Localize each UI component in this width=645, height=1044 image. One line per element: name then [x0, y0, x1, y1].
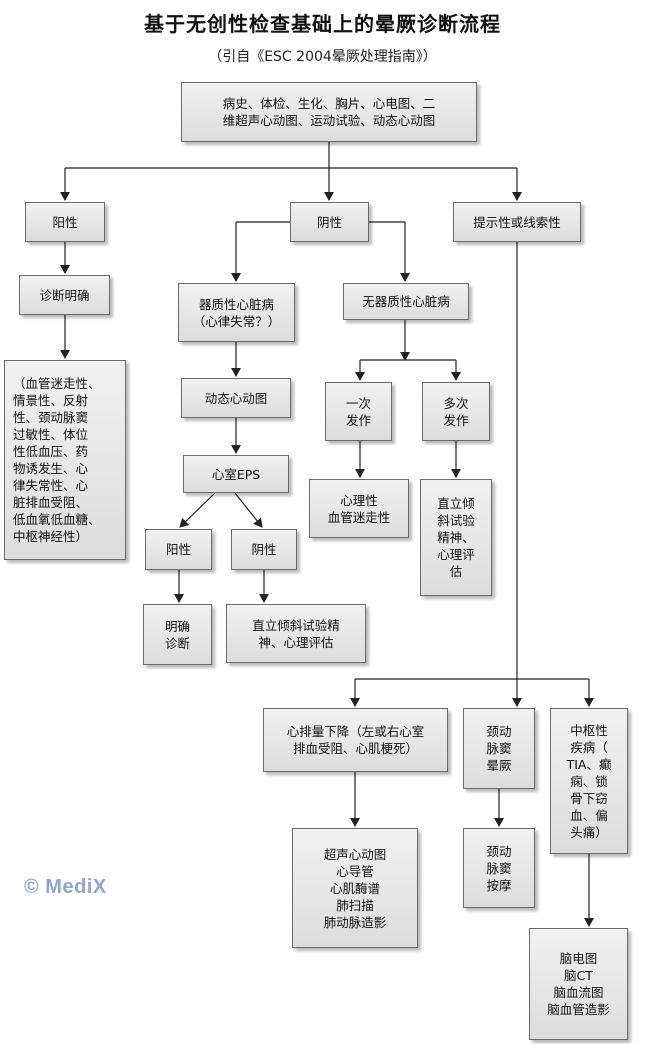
node-negative: 阴性: [290, 202, 369, 242]
node-root-exams: 病史、体检、生化、胸片、心电图、二 维超声心动图、运动试验、动态心动图: [181, 82, 477, 142]
node-eps-positive: 阳性: [145, 529, 212, 570]
node-diagnosis-list: （血管迷走性、 情景性、反射 性、颈动脉窦 过敏性、体位 性低血压、药 物诱发生…: [4, 360, 126, 560]
node-ventricular-eps: 心室EPS: [183, 455, 289, 493]
node-holter: 动态心动图: [181, 378, 291, 418]
node-organic-heart-disease: 器质性心脏病 （心律失常？）: [178, 283, 295, 342]
node-carotid-sinus-massage: 颈动 脉窦 按摩: [463, 828, 535, 908]
node-eps-negative-result: 直立倾斜试验精 神、心理评估: [226, 604, 366, 663]
node-multiple-result: 直立倾 斜试验 精神、 心理评 估: [420, 479, 492, 596]
node-eps-negative: 阴性: [231, 529, 297, 570]
node-cns-disease: 中枢性 疾病（ TIA、癫 痫、锁 骨下窃 血、偏 头痛）: [550, 708, 628, 854]
node-single-result: 心理性 血管迷走性: [309, 479, 409, 538]
node-eps-positive-result: 明确 诊断: [143, 604, 212, 665]
node-multiple-episodes: 多次 发作: [422, 382, 490, 441]
node-suggestive: 提示性或线索性: [453, 202, 581, 242]
node-diagnosis-clear: 诊断明确: [19, 275, 110, 315]
node-cardiac-tests: 超声心动图 心导管 心肌酶谱 肺扫描 肺动脉造影: [292, 828, 418, 948]
page-subtitle: （引自《ESC 2004晕厥处理指南》）: [208, 49, 437, 65]
medix-watermark-logo: © MediX: [24, 876, 107, 898]
node-single-episode: 一次 发作: [325, 382, 392, 441]
node-cns-tests: 脑电图 脑CT 脑血流图 脑血管造影: [529, 928, 628, 1040]
node-carotid-sinus-syncope: 颈动 脉窦 晕厥: [463, 708, 535, 789]
node-cardiac-output: 心排量下降（左或右心室 排血受阻、心肌梗死）: [263, 708, 448, 772]
node-non-organic-heart-disease: 无器质性心脏病: [343, 283, 469, 320]
page-title: 基于无创性检查基础上的晕厥诊断流程: [144, 12, 501, 36]
node-positive: 阳性: [25, 202, 105, 242]
